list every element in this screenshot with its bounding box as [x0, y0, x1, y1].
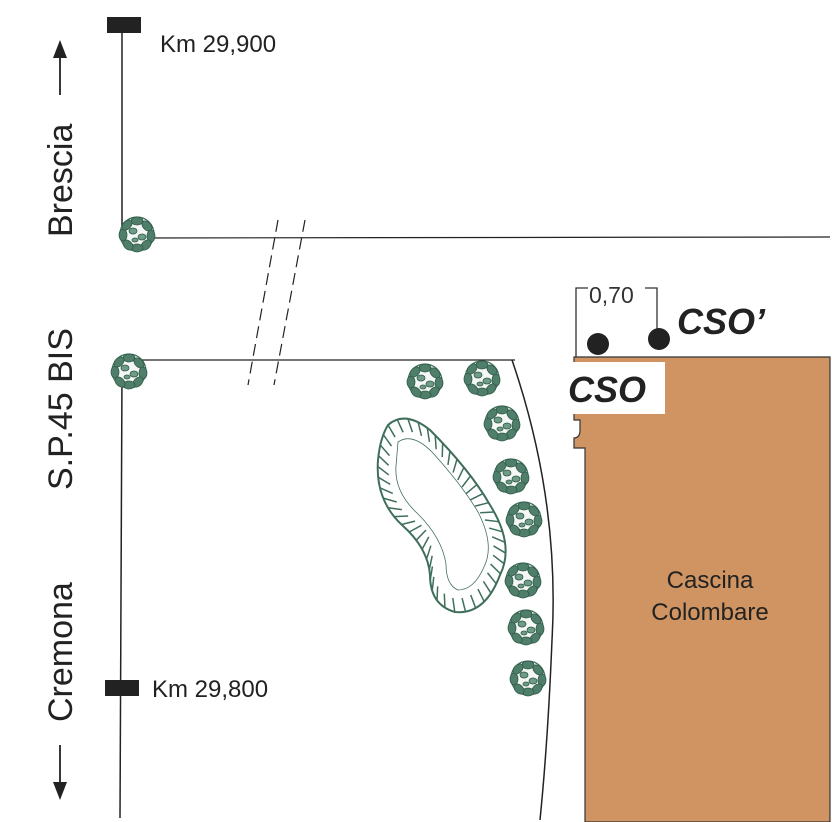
building-cascina: [573, 356, 831, 822]
pond-hatch-mark: [457, 467, 465, 481]
pond-hatch-mark: [426, 427, 431, 442]
pond-hatch-mark: [428, 555, 433, 570]
tree-icon: [492, 458, 530, 495]
tree-icon: [507, 609, 545, 646]
pond-hatch-mark: [421, 536, 430, 550]
pond-hatch-mark: [470, 594, 477, 609]
break-mark: [247, 219, 279, 386]
tree-icon: [110, 353, 148, 390]
tree-icon: [505, 501, 543, 538]
pond-hatch-mark: [425, 545, 432, 560]
pond-hatch-mark: [434, 435, 437, 450]
pond-hatch-mark: [431, 576, 435, 591]
cso-label-box: [565, 362, 665, 414]
pond-hatch-mark: [484, 519, 499, 523]
km-marker-label: Km 29,800: [152, 676, 268, 703]
building-label-line1: Cascina: [667, 567, 754, 594]
pond-hatch-mark: [474, 501, 489, 507]
pond-hatch-mark: [470, 492, 484, 501]
pond-hatch-mark: [429, 566, 434, 581]
pond-hatch-mark: [401, 520, 416, 526]
pond-hatch-mark: [436, 586, 439, 601]
break-mark: [273, 219, 306, 386]
side-road-north-edge: [139, 236, 831, 239]
pond-hatch-mark: [379, 487, 394, 495]
pond-hatch-mark: [480, 511, 495, 514]
tree-icon: [463, 360, 501, 397]
pond-hatch-mark: [461, 597, 467, 612]
pond-hatch-mark: [443, 593, 446, 608]
tree-icon: [406, 363, 444, 400]
building-label-line2: Colombare: [651, 599, 768, 626]
pond-hatch-mark: [461, 475, 472, 488]
pond-hatch-mark: [477, 588, 485, 602]
direction-south-label: Cremona: [42, 582, 80, 722]
cso-prime-point: [648, 328, 670, 350]
pond-hatching: [377, 418, 506, 613]
pond-hatch-mark: [396, 419, 404, 433]
pond-hatch-mark: [377, 455, 390, 466]
road-line-south: [119, 371, 123, 819]
tree-icon: [483, 405, 521, 442]
km-marker-icon: [105, 680, 139, 696]
direction-north-label: Brescia: [42, 124, 80, 237]
tree-icon: [509, 660, 547, 697]
km-marker-icon: [107, 17, 141, 33]
pond-hatch-mark: [493, 545, 506, 554]
pond-hatch-mark: [447, 450, 451, 465]
pond-hatch-mark: [387, 424, 396, 438]
pond: [376, 417, 507, 614]
cso-point: [587, 333, 609, 355]
pond-hatch-mark: [482, 580, 492, 594]
tree-icon: [118, 216, 156, 253]
pond-hatch-mark: [452, 597, 456, 613]
km-marker-label: Km 29,900: [160, 31, 276, 58]
tree-icon: [504, 562, 542, 599]
pond-inner: [395, 438, 489, 591]
dimension-label: 0,70: [589, 282, 634, 308]
pond-hatch-mark: [408, 524, 422, 533]
pond-hatch-mark: [382, 434, 393, 447]
pond-hatch-mark: [417, 422, 423, 437]
arrow-down-icon-head: [53, 782, 67, 800]
road-name-label: S.P.45 BIS: [42, 328, 80, 490]
pond-hatch-mark: [394, 515, 409, 518]
pond-hatch-mark: [492, 554, 505, 565]
field-boundary: [511, 359, 554, 821]
pond-hatch-mark: [407, 418, 414, 433]
arrow-up-icon-head: [53, 40, 67, 58]
pond-hatch-mark: [415, 529, 427, 541]
cso-label: CSO: [568, 369, 646, 410]
pond-hatch-mark: [379, 444, 391, 457]
cso-prime-label: CSO’: [677, 301, 766, 342]
pond-hatch-mark: [383, 497, 397, 503]
pond-hatch-mark: [465, 484, 478, 495]
pond-hatch-mark: [377, 465, 390, 476]
pond-hatch-mark: [488, 527, 503, 533]
pond-hatch-mark: [486, 572, 497, 585]
pond-hatch-mark: [452, 458, 458, 473]
pond-hatch-mark: [491, 536, 506, 544]
pond-hatch-mark: [490, 563, 502, 575]
pond-hatch-mark: [377, 476, 391, 486]
pond-hatch-mark: [387, 507, 402, 511]
dimension-bracket: [575, 287, 658, 357]
